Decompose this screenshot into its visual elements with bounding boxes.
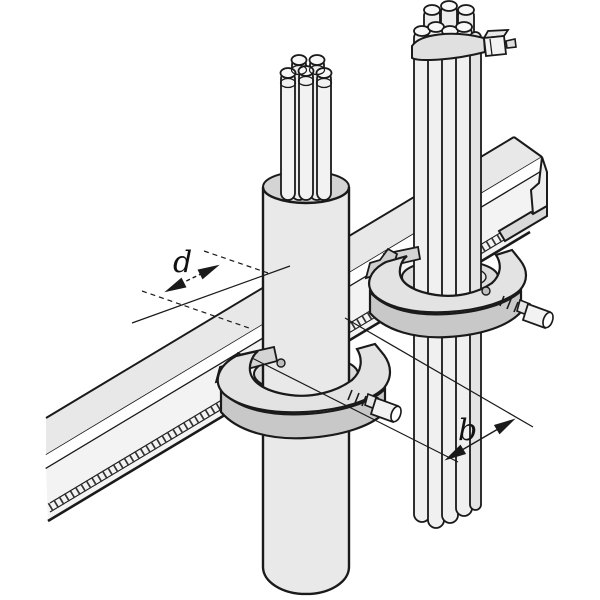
extension-line <box>251 357 459 463</box>
arrowhead <box>197 264 220 280</box>
clamp-right-screw <box>499 295 554 330</box>
dimension-d: d <box>131 245 291 330</box>
clamp-right-top-face <box>368 248 528 314</box>
strap-buckle <box>482 29 517 57</box>
rail-end-profile <box>497 136 548 243</box>
arrowhead <box>164 277 187 293</box>
dimension-d-label: d <box>173 245 192 280</box>
dimension-b-label: b <box>458 413 477 448</box>
extension-line <box>141 290 253 330</box>
rail-guide-line <box>131 265 291 324</box>
extension-line <box>344 317 534 428</box>
sheathed-cable <box>261 54 351 596</box>
clamp-right-pin <box>481 286 491 296</box>
clamp-left-top-face <box>216 342 392 414</box>
dimension-line <box>461 428 499 451</box>
arrowhead <box>444 444 467 461</box>
conduit-bundle <box>411 0 517 529</box>
clamp-left-pin <box>276 358 286 368</box>
cable-sheath <box>261 186 351 596</box>
extension-line <box>203 250 269 274</box>
clamp-left <box>214 342 402 440</box>
arrowhead <box>493 418 516 435</box>
clamp-left-screw <box>347 389 402 424</box>
dimension-b: b <box>251 317 534 463</box>
clamp-right <box>364 245 554 339</box>
cable-tubes-top <box>279 54 333 201</box>
